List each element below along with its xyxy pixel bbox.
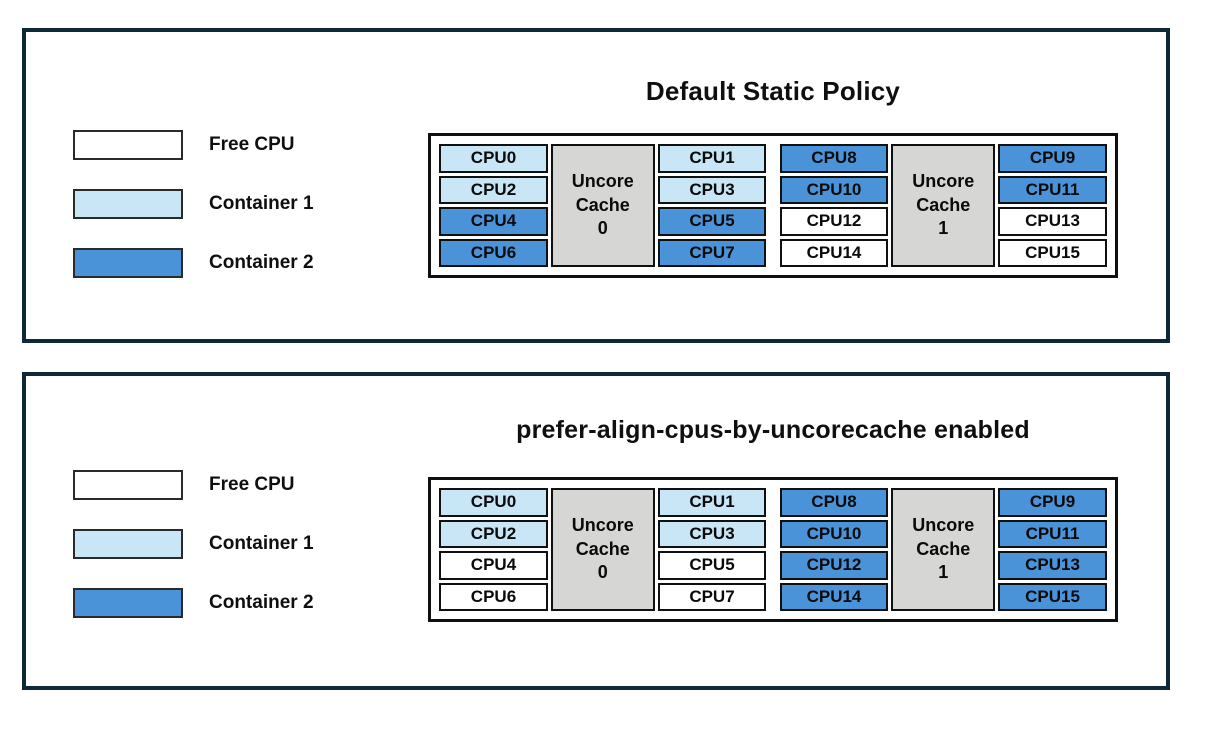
cpu-cell-cpu5: CPU5 — [657, 207, 767, 236]
cpu-cell-cpu5: CPU5 — [657, 551, 767, 580]
uncore-cache-label-line: Cache — [575, 194, 630, 215]
panel-title: prefer-align-cpus-by-uncorecache enabled — [516, 416, 1030, 444]
legend-item-container1: Container 1 — [73, 189, 314, 219]
legend: Free CPU Container 1 Container 2 — [73, 470, 314, 647]
cpu-cell-cpu12: CPU12 — [779, 551, 889, 580]
uncore-cache-label-line: Uncore — [571, 515, 634, 536]
cpu-cell-cpu10: CPU10 — [779, 519, 889, 548]
uncore-cache-label-line: Cache — [916, 194, 971, 215]
cpu-cell-cpu8: CPU8 — [779, 488, 889, 517]
cpu-cell-cpu3: CPU3 — [657, 519, 767, 548]
cpu-cell-cpu6: CPU6 — [439, 238, 548, 267]
uncore-cache-label-line: Uncore — [912, 515, 975, 536]
cpu-cell-cpu10: CPU10 — [779, 175, 889, 204]
cpu-cell-cpu9: CPU9 — [998, 488, 1107, 517]
cpu-cell-cpu15: CPU15 — [998, 582, 1107, 611]
legend-swatch-free — [73, 130, 183, 160]
legend-item-container2: Container 2 — [73, 588, 314, 618]
cpu-cell-cpu1: CPU1 — [657, 144, 767, 173]
legend-item-free: Free CPU — [73, 470, 314, 500]
cpu-cell-cpu7: CPU7 — [657, 238, 767, 267]
legend-label: Container 1 — [209, 533, 314, 554]
cpu-cell-cpu0: CPU0 — [439, 488, 548, 517]
legend-swatch-container2 — [73, 248, 183, 278]
legend-item-container2: Container 2 — [73, 248, 314, 278]
cpu-cell-cpu4: CPU4 — [439, 207, 548, 236]
cpu-cell-cpu11: CPU11 — [998, 519, 1107, 548]
legend-label: Container 2 — [209, 252, 314, 273]
cpu-cell-cpu14: CPU14 — [779, 238, 889, 267]
uncore-cache-label-line: Uncore — [912, 171, 975, 192]
cpu-cell-cpu4: CPU4 — [439, 551, 548, 580]
cpu-cell-cpu8: CPU8 — [779, 144, 889, 173]
uncore-cache-label-line: 0 — [597, 562, 608, 583]
cpu-cell-cpu15: CPU15 — [998, 238, 1107, 267]
legend-label: Free CPU — [209, 474, 295, 495]
uncore-cache-label-line: 1 — [938, 218, 949, 239]
cpu-cell-cpu12: CPU12 — [779, 207, 889, 236]
uncore-cache-label-line: Cache — [916, 538, 971, 559]
legend-label: Free CPU — [209, 134, 295, 155]
legend-label: Container 2 — [209, 592, 314, 613]
panel-uncorecache-enabled: prefer-align-cpus-by-uncorecache enabled… — [22, 372, 1170, 690]
cpu-cell-cpu14: CPU14 — [779, 582, 889, 611]
panel-title: Default Static Policy — [645, 76, 901, 106]
legend: Free CPU Container 1 Container 2 — [73, 130, 314, 307]
cpu-cell-cpu0: CPU0 — [439, 144, 548, 173]
cpu-cell-cpu1: CPU1 — [657, 488, 767, 517]
legend-swatch-container1 — [73, 189, 183, 219]
legend-label: Container 1 — [209, 193, 314, 214]
panel-default-static-policy: Default Static Policy Free CPU Container … — [22, 28, 1170, 343]
uncore-cache-label-line: 1 — [938, 562, 949, 583]
legend-item-container1: Container 1 — [73, 529, 314, 559]
cpu-cell-cpu7: CPU7 — [657, 582, 767, 611]
cpu-cell-cpu13: CPU13 — [998, 207, 1107, 236]
cpu-cell-cpu9: CPU9 — [998, 144, 1107, 173]
uncore-cache-label-line: 0 — [597, 218, 608, 239]
cpu-cell-cpu13: CPU13 — [998, 551, 1107, 580]
legend-item-free: Free CPU — [73, 130, 314, 160]
legend-swatch-container1 — [73, 529, 183, 559]
legend-swatch-container2 — [73, 588, 183, 618]
cpu-cell-cpu2: CPU2 — [439, 175, 548, 204]
cpu-cell-cpu6: CPU6 — [439, 582, 548, 611]
cpu-cell-cpu2: CPU2 — [439, 519, 548, 548]
cpu-cell-cpu3: CPU3 — [657, 175, 767, 204]
uncore-cache-label-line: Uncore — [571, 171, 634, 192]
cpu-cell-cpu11: CPU11 — [998, 175, 1107, 204]
legend-swatch-free — [73, 470, 183, 500]
uncore-cache-label-line: Cache — [575, 538, 630, 559]
